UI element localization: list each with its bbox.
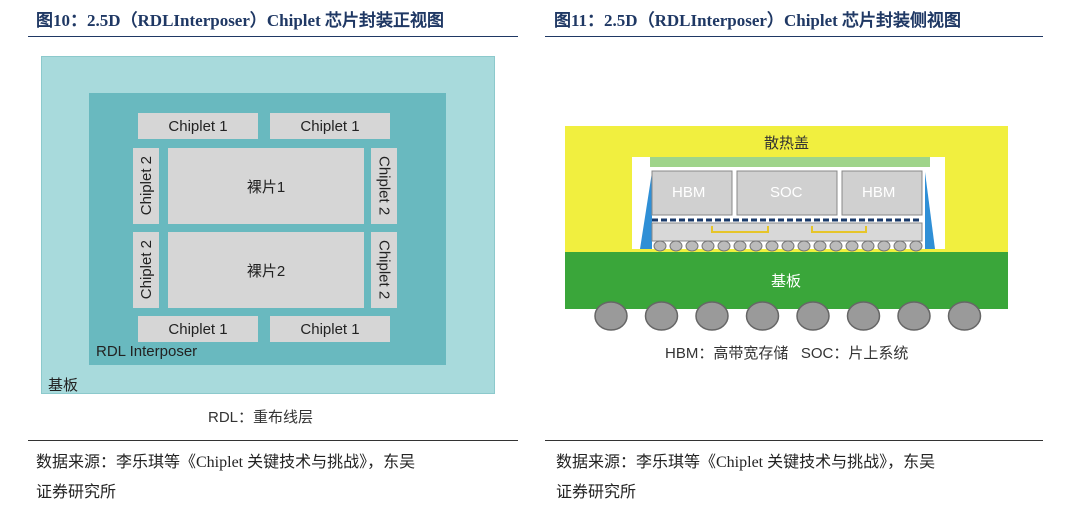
c4-bump — [717, 240, 731, 252]
chiplet-left-lower: Chiplet 2 — [133, 232, 159, 308]
soc-die — [736, 170, 838, 216]
c4-bumps — [653, 240, 923, 252]
rdl-trace-right — [811, 226, 867, 233]
c4-bump — [685, 240, 699, 252]
chiplet-right-lower-label: Chiplet 2 — [375, 240, 393, 300]
c4-bump — [749, 240, 763, 252]
hbm-left-label: HBM — [672, 184, 706, 201]
chiplet-bottom-right: Chiplet 1 — [270, 316, 390, 342]
solder-ball — [644, 301, 679, 331]
c4-bump — [733, 240, 747, 252]
c4-bump — [781, 240, 795, 252]
c4-bump — [877, 240, 891, 252]
solder-ball — [897, 301, 931, 331]
left-title-rule — [28, 36, 518, 37]
chiplet-right-upper-label: Chiplet 2 — [375, 156, 393, 216]
c4-bump — [797, 240, 811, 252]
c4-bump — [893, 240, 907, 252]
solder-ball — [846, 301, 881, 331]
soc-label: SOC — [770, 184, 803, 201]
right-source-line2: 证券研究所 — [556, 484, 637, 501]
thermal-interface — [650, 157, 930, 167]
hbm-right-die — [841, 170, 923, 216]
right-source: 数据来源：李乐琪等《Chiplet 关键技术与挑战》，东吴 证券研究所 — [556, 448, 935, 508]
left-source: 数据来源：李乐琪等《Chiplet 关键技术与挑战》，东吴 证券研究所 — [36, 448, 415, 508]
chiplet-left-upper: Chiplet 2 — [133, 148, 159, 224]
chiplet-right-lower: Chiplet 2 — [371, 232, 397, 308]
solder-ball — [745, 301, 780, 331]
underfill-right — [925, 172, 935, 249]
die-2: 裸片2 — [168, 232, 364, 308]
rdl-interposer-layer — [651, 222, 923, 242]
solder-balls — [594, 301, 982, 331]
right-figure-title: 图11：2.5D（RDLInterposer）Chiplet 芯片封装侧视图 — [554, 11, 962, 30]
interposer-label: RDL Interposer — [96, 343, 198, 360]
left-source-rule — [28, 440, 518, 441]
chiplet-bottom-left: Chiplet 1 — [138, 316, 258, 342]
left-source-line2: 证券研究所 — [36, 484, 117, 501]
c4-bump — [701, 240, 715, 252]
c4-bump — [669, 240, 683, 252]
chiplet-right-upper: Chiplet 2 — [371, 148, 397, 224]
c4-bump — [829, 240, 843, 252]
c4-bump — [813, 240, 827, 252]
c4-bump — [909, 240, 923, 252]
right-title-rule — [545, 36, 1043, 37]
right-caption: HBM：高带宽存储 SOC：片上系统 — [665, 345, 909, 362]
right-source-line1: 数据来源：李乐琪等《Chiplet 关键技术与挑战》，东吴 — [556, 454, 936, 471]
chiplet-top-right: Chiplet 1 — [270, 113, 390, 139]
chiplet-top-left: Chiplet 1 — [138, 113, 258, 139]
c4-bump — [765, 240, 779, 252]
hbm-left-die — [651, 170, 733, 216]
solder-ball — [594, 301, 628, 331]
substrate-board-label: 基板 — [771, 273, 802, 290]
rdl-trace-left — [711, 226, 769, 233]
left-source-line1: 数据来源：李乐琪等《Chiplet 关键技术与挑战》，东吴 — [36, 454, 416, 471]
c4-bump — [653, 240, 667, 252]
solder-ball — [695, 301, 729, 331]
hbm-right-label: HBM — [862, 184, 896, 201]
c4-bump — [845, 240, 859, 252]
package-substrate — [565, 252, 1008, 309]
c4-bump — [861, 240, 875, 252]
left-caption: RDL：重布线层 — [208, 409, 314, 426]
left-figure-title: 图10：2.5D（RDLInterposer）Chiplet 芯片封装正视图 — [36, 11, 444, 30]
solder-ball — [796, 301, 830, 331]
heat-lid-label: 散热盖 — [764, 135, 810, 152]
die-1: 裸片1 — [168, 148, 364, 224]
right-source-rule — [545, 440, 1043, 441]
solder-ball — [947, 301, 982, 331]
underfill-left — [640, 172, 652, 249]
substrate-label: 基板 — [48, 377, 79, 394]
